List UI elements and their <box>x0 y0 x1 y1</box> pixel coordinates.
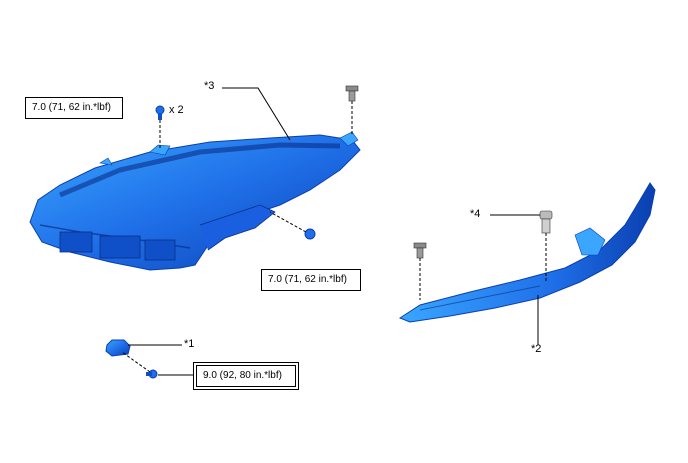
screw-bracket <box>146 369 158 379</box>
side-trim-panel <box>398 182 656 323</box>
callout-3: *3 <box>204 80 215 92</box>
torque-label-bottom: 9.0 (92, 80 in.*lbf) <box>193 362 299 390</box>
callout-2: *2 <box>531 343 542 355</box>
bolt-trim-left <box>413 242 427 259</box>
screw-middle <box>304 228 316 240</box>
screw-top-left <box>155 105 165 120</box>
quantity-label: x 2 <box>169 104 184 116</box>
leader-lines <box>128 87 540 376</box>
callout-4: *4 <box>470 208 481 220</box>
torque-label-middle: 7.0 (71, 62 in.*lbf) <box>261 269 361 291</box>
torque-label-top-left: 7.0 (71, 62 in.*lbf) <box>25 97 123 119</box>
bolt-top-right <box>345 85 359 102</box>
bracket-part <box>105 339 131 357</box>
install-guides <box>121 101 547 373</box>
callout-1: *1 <box>184 338 195 350</box>
clip-trim <box>539 210 553 234</box>
headlight-assembly <box>29 131 361 271</box>
